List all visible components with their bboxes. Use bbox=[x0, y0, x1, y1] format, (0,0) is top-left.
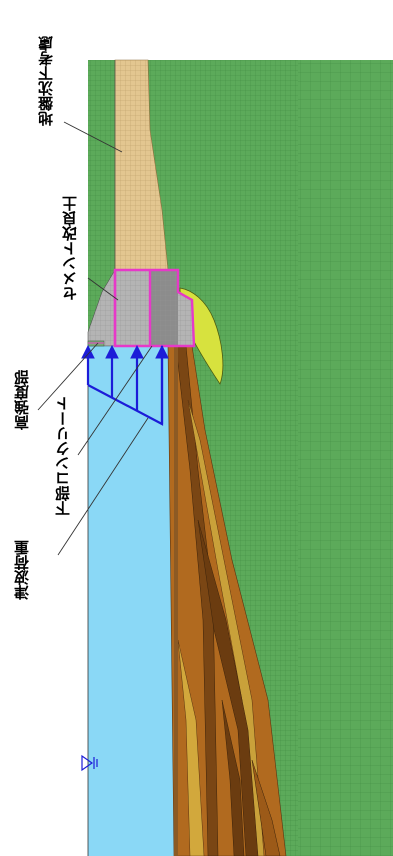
high-strength-part bbox=[87, 340, 105, 347]
leader-high-strength bbox=[37, 342, 99, 411]
water-area bbox=[87, 346, 174, 856]
leader-lower-concrete bbox=[77, 345, 153, 456]
label-tsunami-load: 津波荷重 bbox=[13, 540, 31, 600]
soil-layer-dark-2 bbox=[197, 519, 259, 856]
soil-layer-dark-3 bbox=[221, 699, 245, 856]
concrete-outline bbox=[113, 268, 196, 348]
label-ground-subsidence: 地盤沈下考慮 bbox=[37, 36, 55, 126]
leader-tsunami bbox=[57, 417, 149, 556]
label-cement-improved-soil: セメント改良土 bbox=[61, 196, 79, 301]
label-lower-concrete: 下部コンクリート bbox=[54, 396, 72, 516]
water-level-icon bbox=[81, 754, 98, 772]
leader-cement-soil bbox=[87, 277, 119, 301]
leader-ground-subsidence bbox=[63, 121, 123, 153]
soil-layer-brown-2 bbox=[251, 759, 281, 856]
tsunami-load-arrows bbox=[81, 344, 169, 426]
soil-layer-yellow-2 bbox=[177, 639, 205, 856]
leader-lines bbox=[37, 121, 153, 556]
soil-layers bbox=[167, 345, 287, 856]
soil-layer-dark-1 bbox=[175, 345, 219, 856]
label-high-strength-part: 高強度部 bbox=[13, 370, 31, 430]
